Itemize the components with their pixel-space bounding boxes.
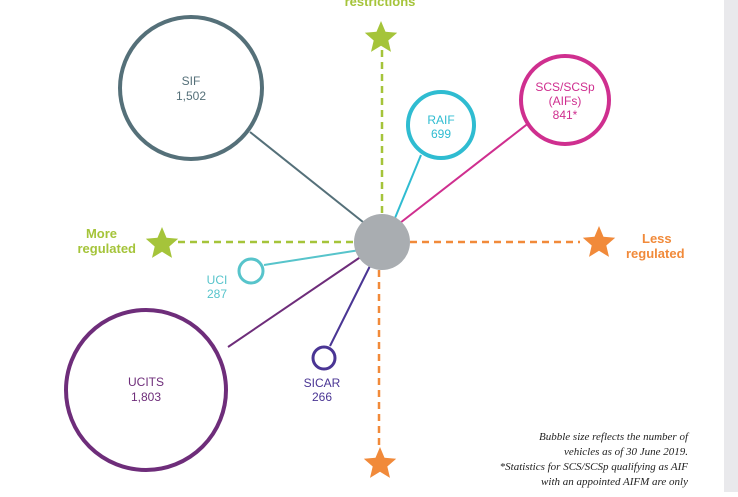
star-icon	[363, 447, 397, 478]
axis-label-left-1: More	[86, 226, 117, 241]
scs-name: SCS/SCSp	[535, 80, 595, 94]
uci-value: 287	[207, 287, 227, 301]
sif-name: SIF	[182, 74, 201, 88]
ucits-value: 1,803	[131, 390, 161, 404]
star-icon	[145, 227, 179, 258]
bubble-ucits	[64, 308, 228, 472]
sicar-value: 266	[312, 390, 332, 404]
footnote-line-1: Bubble size reflects the number of	[539, 431, 690, 443]
ucits-name: UCITS	[128, 375, 164, 389]
connector-sif	[249, 131, 369, 227]
bubble-scs	[519, 54, 611, 146]
page-edge	[724, 0, 738, 492]
axis-label-right-2: regulated	[626, 246, 685, 261]
hub-node	[354, 214, 410, 270]
raif-name: RAIF	[427, 113, 454, 127]
star-icon	[582, 226, 616, 257]
scs-value: 841*	[553, 108, 578, 122]
connector-uci	[263, 249, 361, 266]
sif-value: 1,502	[176, 89, 206, 103]
connector-raif	[394, 154, 422, 219]
connector-sicar	[329, 263, 372, 347]
star-icon	[364, 21, 398, 52]
scs-type: (AIFs)	[549, 94, 582, 108]
raif-value: 699	[431, 127, 451, 141]
footnote-line-3: *Statistics for SCS/SCSp qualifying as A…	[500, 461, 689, 473]
axis-label-right-1: Less	[642, 231, 672, 246]
uci-name: UCI	[207, 273, 228, 287]
sicar-name: SICAR	[304, 376, 341, 390]
footnote-line-2: vehicles as of 30 June 2019.	[564, 446, 688, 458]
axis-label-top: restrictions	[345, 0, 416, 9]
bubble-raif	[406, 90, 476, 160]
axis-label-left-2: regulated	[77, 241, 136, 256]
bubble-uci	[237, 257, 265, 285]
connector-ucits	[227, 255, 363, 348]
footnote-line-4: with an appointed AIFM are only	[541, 476, 688, 488]
connector-scs	[399, 121, 531, 224]
bubble-sif	[118, 15, 264, 161]
bubble-sicar	[311, 345, 337, 371]
